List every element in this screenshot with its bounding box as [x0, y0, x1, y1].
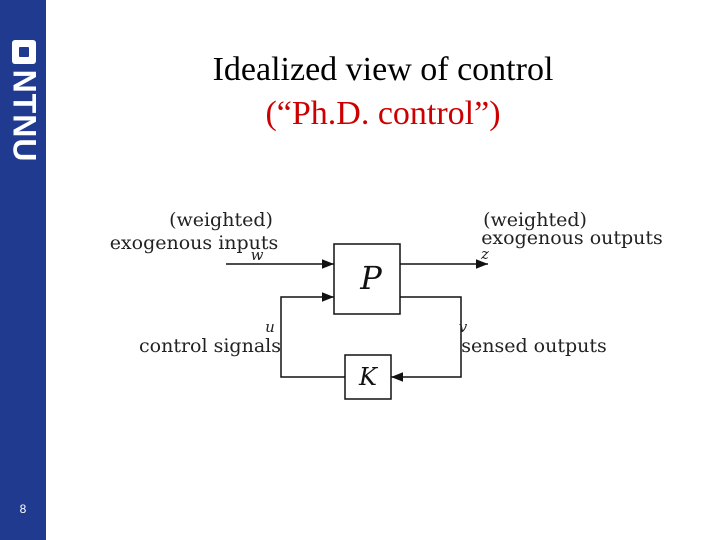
input-label-line1: (weighted): [169, 209, 273, 231]
plant-label: P: [359, 259, 382, 297]
plant-block: [333, 243, 401, 315]
u-label: u: [265, 318, 275, 336]
control-signals-label: control signals: [139, 335, 281, 357]
input-label-line2: exogenous inputs: [110, 232, 279, 254]
v-label: v: [459, 318, 468, 336]
slide-subtitle: (“Ph.D. control”): [265, 95, 501, 132]
control-signal-path: [280, 292, 345, 378]
slide-title-block: Idealized view of control (“Ph.D. contro…: [46, 48, 720, 136]
output-label-line2: exogenous outputs: [481, 227, 663, 249]
sensed-outputs-label: sensed outputs: [461, 335, 607, 357]
sidebar: NTNU 8: [0, 0, 46, 540]
w-label: w: [251, 246, 264, 264]
sensed-output-path: [391, 296, 462, 382]
z-label: z: [480, 245, 489, 263]
controller-label: K: [358, 363, 379, 391]
output-label-line1: (weighted): [483, 209, 587, 231]
page-number: 8: [19, 502, 27, 516]
logo-square-icon: [12, 40, 36, 64]
slide-title: Idealized view of control: [212, 51, 554, 88]
